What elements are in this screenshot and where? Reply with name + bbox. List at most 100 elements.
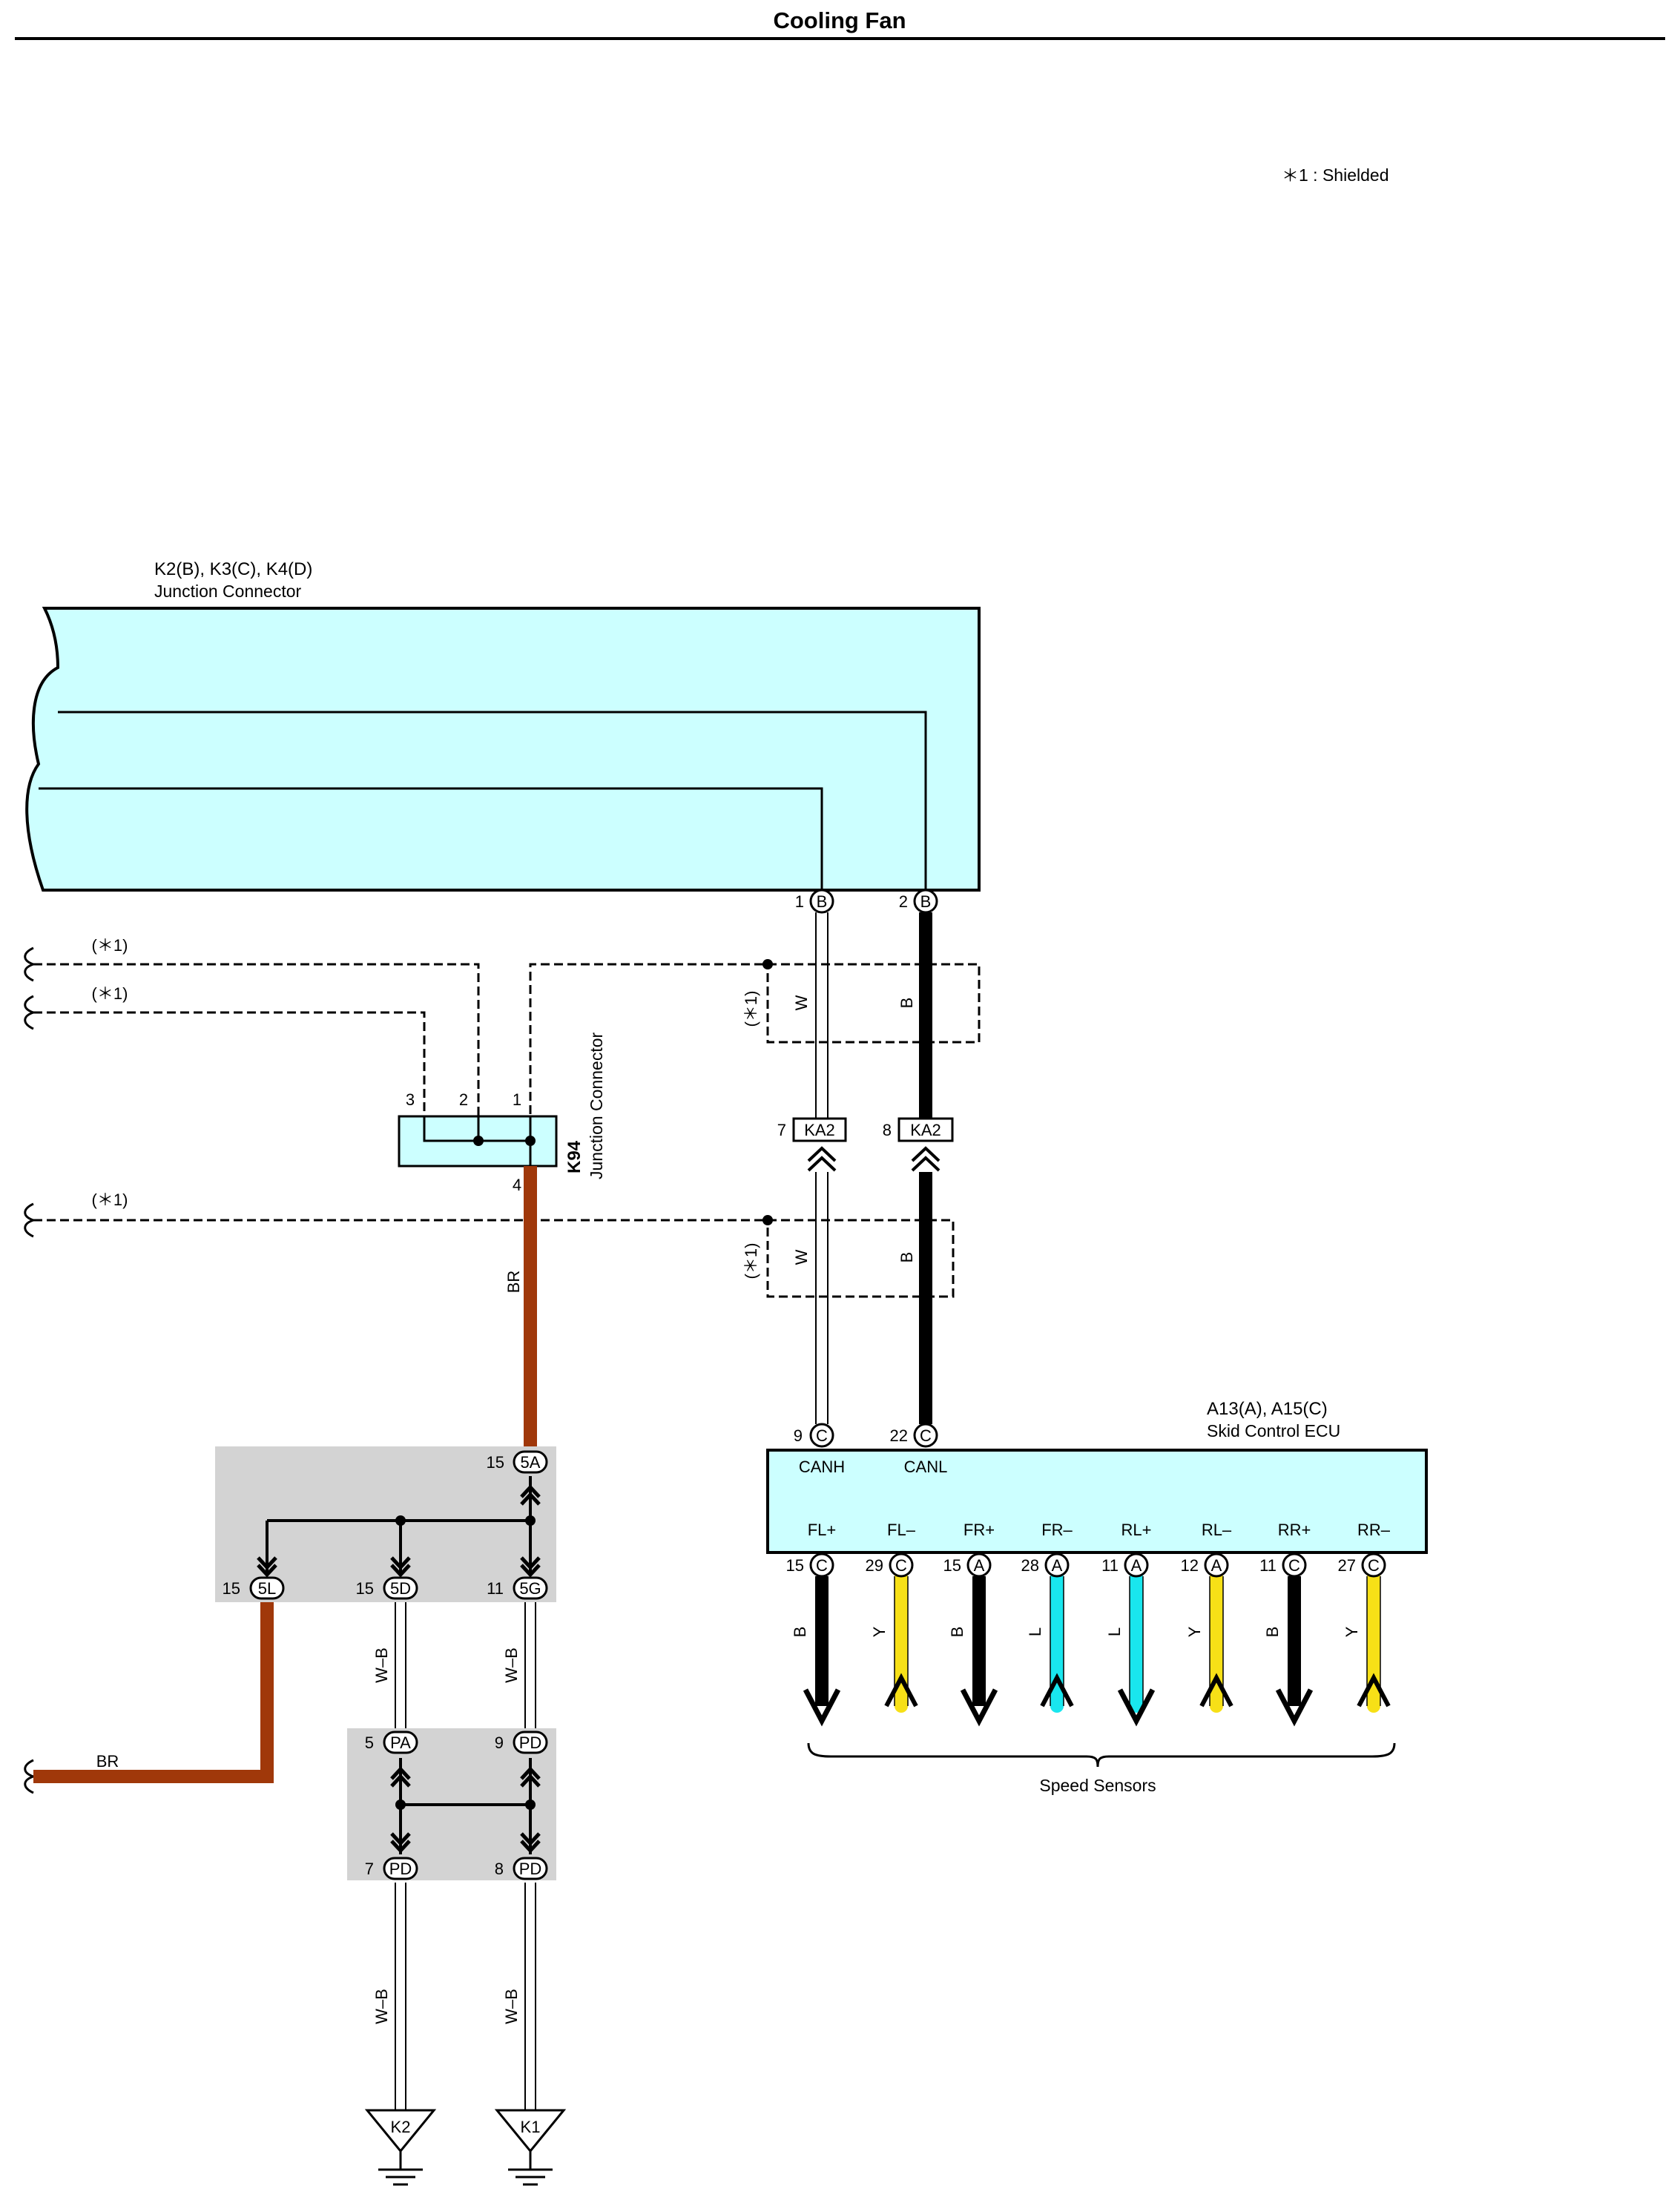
terminal-5d: [383, 1576, 418, 1600]
ecu-signal-4: RL+: [1121, 1521, 1152, 1539]
wb-wires-lower: [395, 1883, 536, 2110]
shield-label-line1: (＊1): [92, 936, 128, 955]
ecu-name: A13(A), A15(C): [1207, 1399, 1328, 1419]
page-title: Cooling Fan: [773, 7, 906, 33]
ecu-bottom-conn-3: A: [1052, 1556, 1063, 1575]
junction-pd9-arrow-icon: [520, 1766, 541, 1788]
terminal-pd-8-conn: PD: [519, 1860, 542, 1878]
ecu-bottom-num-3: 28: [1021, 1556, 1039, 1575]
ecu-bottom-num-1: 29: [866, 1556, 883, 1575]
ecu-signal-7: RR–: [1357, 1521, 1391, 1539]
ecu-bottom-terminal-2: [966, 1552, 992, 1578]
terminal-5g-conn: 5G: [519, 1579, 541, 1598]
junction-5d-arrow-icon: [390, 1556, 411, 1578]
speed-sensor-arrow-up-icon-7: [1357, 1673, 1391, 1708]
speed-sensor-wire-label-5: Y: [1185, 1626, 1204, 1637]
terminal-5g-num: 11: [487, 1579, 504, 1598]
ecu-bottom-num-6: 11: [1259, 1556, 1277, 1575]
wire-label-wb-5d: W–B: [372, 1647, 391, 1683]
ka2-b-chevron-icon: [911, 1146, 941, 1172]
terminal-pa: [383, 1731, 418, 1754]
k2-pin1-terminal: [809, 889, 834, 914]
speed-sensor-arrow-down-icon-4: [1117, 1688, 1156, 1727]
terminal-pd-7: [383, 1857, 418, 1880]
ecu-pin-canh-terminal: [809, 1423, 834, 1448]
terminal-5d-conn: 5D: [390, 1579, 411, 1598]
terminal-pa-num: 5: [365, 1733, 374, 1752]
terminal-5a: [513, 1450, 548, 1474]
wire-label-br-horizontal: BR: [96, 1752, 119, 1771]
terminal-5g: [513, 1576, 548, 1600]
ecu-bottom-num-5: 12: [1181, 1556, 1199, 1575]
ecu-bottom-terminal-1: [889, 1552, 914, 1578]
ecu-signal-canl: CANL: [904, 1458, 948, 1476]
k2-connector-name: K2(B), K3(C), K4(D): [154, 559, 312, 579]
shield-label-upper: (＊1): [742, 991, 760, 1027]
speed-sensor-arrow-up-icon-3: [1040, 1673, 1074, 1708]
terminal-5a-conn: 5A: [521, 1453, 541, 1472]
k94-node-2: [473, 1136, 484, 1146]
speed-sensors-label: Speed Sensors: [1039, 1776, 1156, 1795]
k2-connector-desc: Junction Connector: [154, 582, 302, 601]
wb-wires-upper: [395, 1602, 536, 1728]
junction-5-node-right: [525, 1515, 536, 1526]
ecu-signal-3: FR–: [1041, 1521, 1073, 1539]
ka2-w-chevron-icon: [807, 1146, 837, 1172]
ecu-bottom-terminal-7: [1361, 1552, 1386, 1578]
speed-sensor-arrow-down-icon-6: [1275, 1688, 1314, 1727]
k2-internal-line-2: [58, 711, 927, 890]
ground-k2-label: K2: [391, 2118, 411, 2136]
ecu-bottom-conn-7: C: [1368, 1556, 1380, 1575]
ecu-bottom-conn-2: A: [974, 1556, 985, 1575]
shield-label-lower: (＊1): [742, 1243, 760, 1280]
ecu-pin-canh-num: 9: [794, 1426, 803, 1445]
ecu-bottom-num-7: 27: [1338, 1556, 1356, 1575]
can-wire-w: [815, 912, 829, 1424]
wire-label-b-upper: B: [897, 998, 916, 1009]
shield-junction-dot-upper: [762, 959, 773, 969]
br-wire-5l: [33, 1602, 274, 1783]
wire-label-w-upper: W: [792, 995, 811, 1010]
k2-internal-line-1: [39, 787, 823, 890]
terminal-5l-conn: 5L: [258, 1579, 276, 1598]
ka2-w-label: KA2: [804, 1121, 835, 1139]
ka2-connector-w: [792, 1117, 847, 1142]
junction-pd7-arrow-icon: [390, 1832, 411, 1854]
k94-pin-3: 3: [406, 1090, 415, 1109]
speed-sensor-arrow-down-icon-0: [803, 1688, 841, 1727]
ecu-signal-2: FR+: [963, 1521, 995, 1539]
wire-label-wb-pd8: W–B: [502, 1989, 521, 2024]
k94-name: K94: [564, 1140, 584, 1173]
k94-internal-line-a: [423, 1116, 530, 1142]
ecu-bottom-terminal-4: [1124, 1552, 1149, 1578]
ka2-b-label: KA2: [910, 1121, 941, 1139]
ecu-bottom-conn-5: A: [1211, 1556, 1222, 1575]
terminal-5a-num: 15: [487, 1453, 504, 1472]
k94-pin-1: 1: [513, 1090, 521, 1109]
wire-label-br-vertical: BR: [504, 1271, 523, 1294]
ecu-bottom-terminal-5: [1204, 1552, 1229, 1578]
shield-box-upper: [766, 963, 981, 1044]
ka2-connector-b: [897, 1117, 954, 1142]
shield-drain-lines: [33, 963, 768, 1222]
ecu-pin-canl-terminal: [913, 1423, 938, 1448]
ecu-signal-6: RR+: [1278, 1521, 1311, 1539]
ecu-signal-0: FL+: [808, 1521, 837, 1539]
ecu-bottom-num-0: 15: [786, 1556, 804, 1575]
terminal-pd-8-num: 8: [495, 1860, 504, 1878]
ecu-bottom-conn-1: C: [895, 1556, 907, 1575]
ecu-bottom-conn-0: C: [816, 1556, 828, 1575]
junction-5l-arrow-icon: [257, 1556, 277, 1578]
ecu-desc: Skid Control ECU: [1207, 1421, 1340, 1440]
ecu-signal-5: RL–: [1202, 1521, 1232, 1539]
terminal-pd-9-conn: PD: [519, 1733, 542, 1752]
speed-sensor-wire-label-6: B: [1263, 1627, 1282, 1638]
ecu-bottom-conn-4: A: [1131, 1556, 1142, 1575]
ecu-signal-canh: CANH: [799, 1458, 845, 1476]
junction-pa-arrow-icon: [390, 1766, 411, 1788]
k94-node-1: [525, 1136, 536, 1146]
ka2-w-pin: 7: [777, 1121, 786, 1139]
k94-pin-4: 4: [513, 1176, 521, 1194]
shield-box-lower: [766, 1219, 955, 1298]
speed-sensor-wire-label-4: L: [1105, 1627, 1124, 1636]
